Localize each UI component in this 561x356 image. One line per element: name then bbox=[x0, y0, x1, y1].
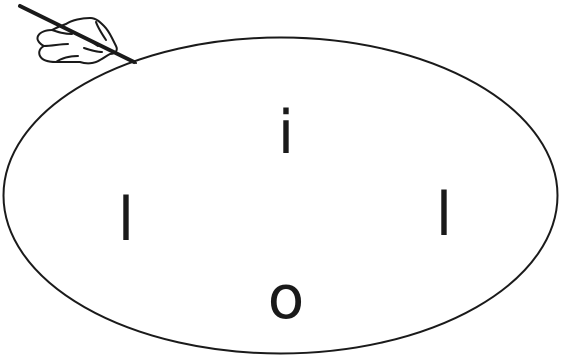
writing-hand-icon bbox=[20, 6, 136, 63]
letter-right: l bbox=[436, 180, 453, 250]
letter-top: i bbox=[278, 98, 295, 168]
letter-left: l bbox=[118, 185, 135, 255]
letter-bottom: o bbox=[268, 263, 305, 333]
